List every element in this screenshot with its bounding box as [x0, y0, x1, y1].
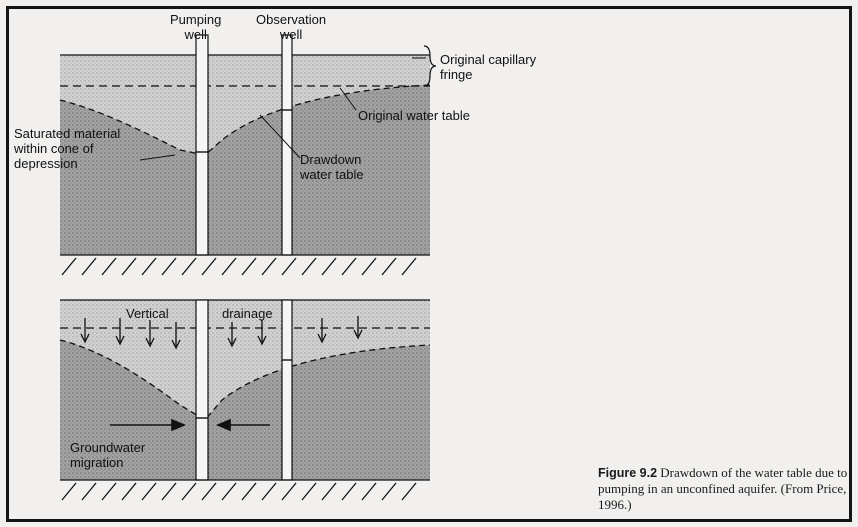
figure-frame — [6, 6, 852, 522]
bottom-ground-base — [60, 479, 430, 501]
drawdown-water-table-label: Drawdown water table — [300, 152, 364, 182]
top-panel — [59, 34, 437, 276]
top-drawdown-curve — [59, 84, 431, 156]
top-saturated-zone — [60, 85, 430, 255]
figure-number: Figure 9.2 — [598, 466, 658, 480]
original-water-table-label: Original water table — [358, 108, 470, 123]
top-ground-base — [60, 254, 430, 276]
bottom-saturated-zone — [60, 340, 430, 480]
observation-well-label: Observation well — [256, 12, 327, 42]
vertical-drainage-arrows — [80, 316, 363, 350]
figure-caption-text: Drawdown of the water table due to pumpi… — [598, 465, 848, 512]
pumping-well-label: Pumping well — [170, 12, 222, 42]
vertical-drainage-label-vertical: Vertical — [126, 306, 169, 321]
observation-well-top — [281, 34, 293, 256]
capillary-bracket — [423, 45, 437, 87]
observation-well-bottom — [281, 299, 293, 481]
saturated-material-label: Saturated material within cone of depres… — [14, 126, 121, 171]
drawdown-pointer — [259, 114, 301, 159]
vertical-drainage-label-drainage: drainage — [222, 306, 273, 321]
groundwater-migration-arrows — [110, 418, 270, 432]
capillary-fringe-label: Original capillary fringe — [440, 52, 537, 82]
bottom-panel — [59, 299, 431, 501]
pumping-well-top — [195, 34, 209, 256]
bottom-drawdown-curve — [59, 339, 431, 421]
groundwater-migration-label: Groundwater migration — [70, 440, 146, 470]
pumping-well-bottom — [195, 299, 209, 481]
saturated-pointer — [139, 154, 176, 161]
figure-caption: Figure 9.2 Drawdown of the water table d… — [598, 465, 856, 513]
original-water-table-pointer — [339, 87, 357, 111]
